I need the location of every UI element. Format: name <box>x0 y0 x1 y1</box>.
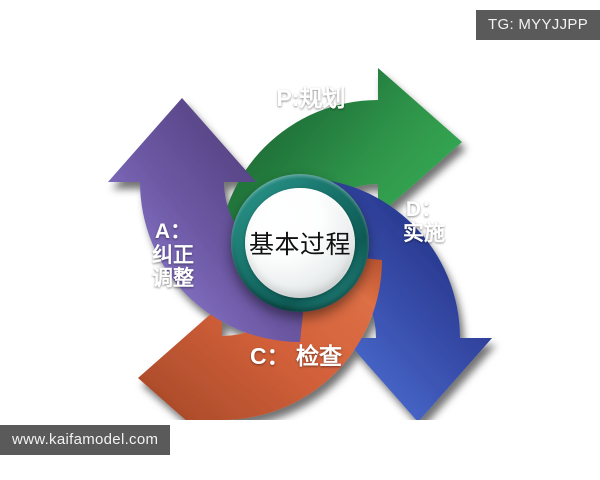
tag-badge: TG: MYYJJPP <box>476 10 600 40</box>
watermark-badge: www.kaifamodel.com <box>0 425 171 455</box>
center-hub-label: 基本过程 <box>248 230 351 259</box>
center-hub-disc: 基本过程 <box>245 188 355 298</box>
center-hub: 基本过程 <box>231 174 369 312</box>
